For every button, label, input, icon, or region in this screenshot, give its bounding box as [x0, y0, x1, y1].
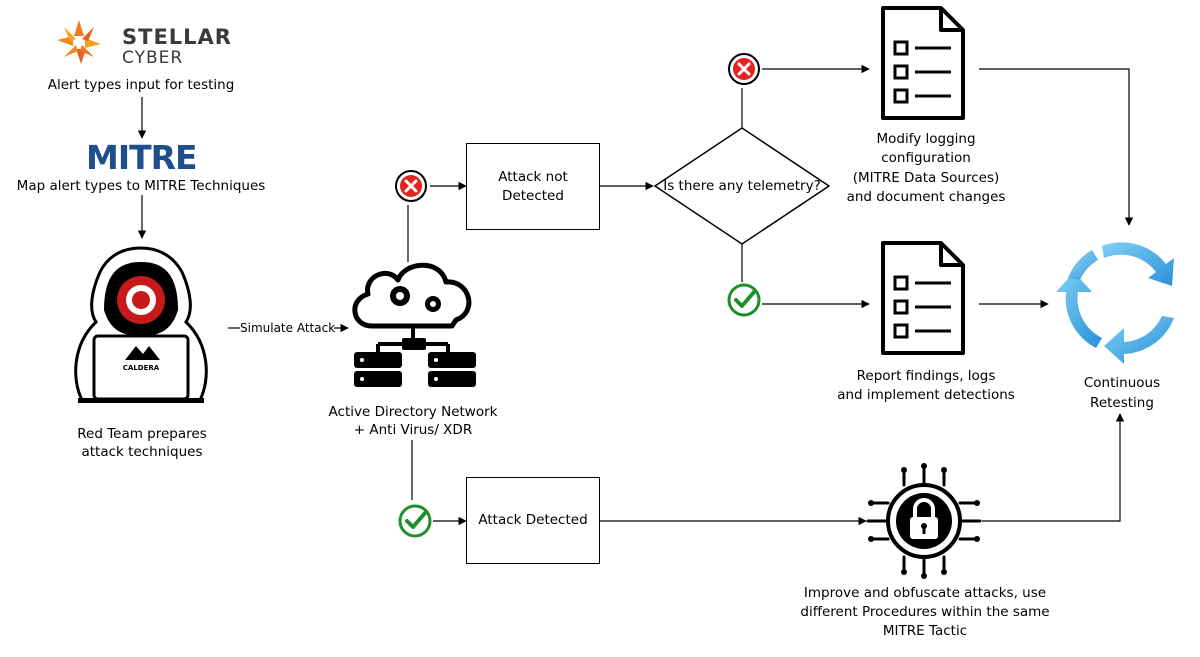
simulate-attack-label: Simulate Attack: [240, 321, 336, 335]
continuous-retesting-line1: Continuous: [1083, 375, 1161, 391]
network-label-line2: + Anti Virus/ XDR: [353, 422, 473, 438]
connectors: [137, 64, 1134, 526]
modify-logging-line4: and document changes: [846, 189, 1006, 205]
continuous-retesting-line2: Retesting: [1090, 395, 1154, 411]
circuit-lock-icon: [866, 463, 982, 579]
attack-not-detected-line1: Attack not: [498, 168, 568, 185]
map-alert-types-label: Map alert types to MITRE Techniques: [16, 178, 266, 194]
checklist-document-icon-modify: [881, 6, 965, 120]
circular-arrows-icon: [1056, 242, 1174, 364]
report-findings-line1: Report findings, logs: [856, 368, 996, 384]
modify-logging-line1: Modify logging: [876, 131, 976, 147]
modify-logging-line3: (MITRE Data Sources): [852, 170, 1000, 186]
stellar-logo-line2: CYBER: [122, 48, 184, 68]
arrow-modify-to-cycle: [979, 68, 1134, 226]
arrow-lock-to-retesting: [982, 413, 1125, 522]
attack-detected-box: Attack Detected: [466, 477, 600, 564]
improve-attacks-line1: Improve and obfuscate attacks, use: [803, 585, 1047, 601]
alert-types-label: Alert types input for testing: [47, 77, 235, 93]
caldera-logo: CALDERA: [122, 364, 160, 372]
mitre-logo: MITRE: [86, 138, 198, 177]
red-team-label-line2: attack techniques: [81, 444, 203, 460]
improve-attacks-line2: different Procedures within the same: [800, 604, 1050, 620]
green-check-circle-icon-telemetry: [727, 283, 761, 317]
attack-detected-label: Attack Detected: [478, 512, 588, 528]
stellar-logo-line1: STELLAR: [122, 25, 232, 49]
report-findings-line2: and implement detections: [837, 387, 1015, 403]
attack-not-detected-line2: Detected: [502, 187, 564, 204]
red-x-circle-icon-attack-not-detected: [395, 170, 427, 202]
checklist-document-icon-report: [881, 241, 965, 355]
network-label-line1: Active Directory Network: [328, 404, 498, 420]
green-check-circle-icon-attack-detected: [398, 504, 432, 538]
hooded-hacker-icon: [74, 246, 208, 403]
red-team-label-line1: Red Team prepares: [77, 426, 207, 442]
stellar-cyber-logo-mark: [57, 20, 101, 64]
cloud-servers-icon: [352, 262, 476, 387]
modify-logging-line2: configuration: [881, 150, 971, 166]
attack-not-detected-box: Attack not Detected: [466, 143, 600, 230]
improve-attacks-line3: MITRE Tactic: [882, 623, 968, 639]
red-x-circle-icon-no-telemetry: [728, 53, 760, 85]
telemetry-question: Is there any telemetry?: [663, 178, 821, 194]
telemetry-decision-diamond: [653, 127, 831, 245]
